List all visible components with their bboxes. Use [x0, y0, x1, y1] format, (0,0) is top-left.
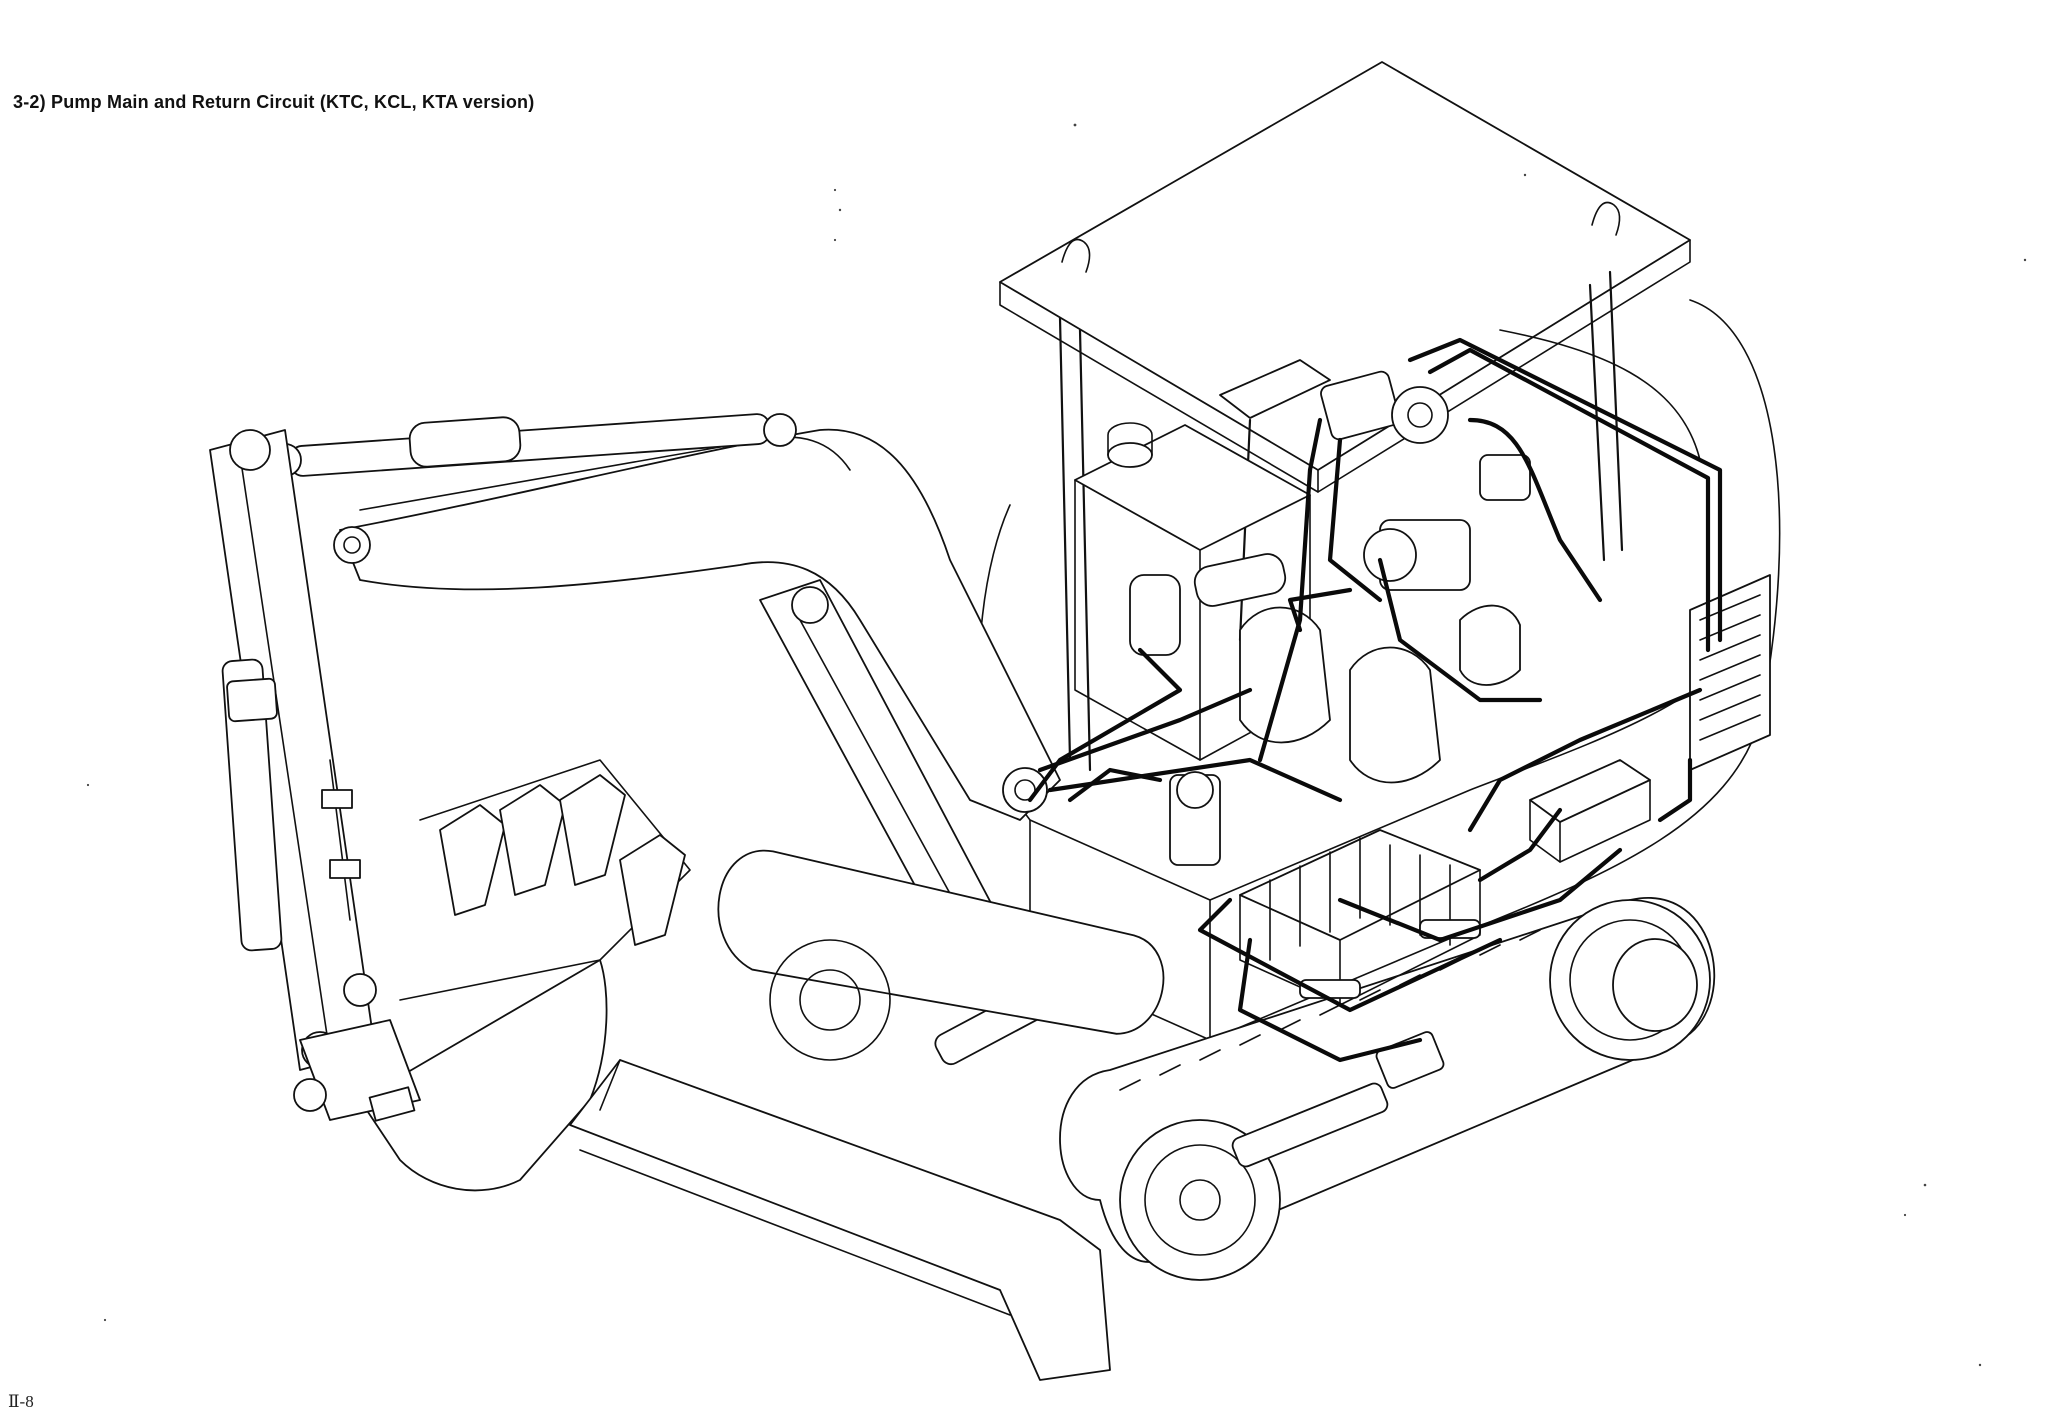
page-number: Ⅱ-8 — [8, 1392, 34, 1411]
pressure-valve — [1169, 771, 1221, 866]
right-crawler-track — [1059, 897, 1716, 1281]
travel-motors — [1239, 604, 1521, 784]
bucket — [293, 759, 691, 1192]
oil-cooler — [1689, 574, 1771, 771]
main-pump — [1320, 370, 1531, 591]
hydraulic-hoses — [1027, 337, 1723, 1063]
arm — [209, 429, 376, 1071]
left-crawler-track — [717, 849, 1165, 1061]
swivel-valve-block — [1529, 759, 1651, 863]
boom — [268, 413, 1061, 821]
scan-specks — [86, 123, 2027, 1367]
canopy — [999, 61, 1691, 772]
page-title: 3-2) Pump Main and Return Circuit (KTC, … — [13, 92, 535, 112]
pilot-filter-and-strainer — [1129, 553, 1287, 656]
